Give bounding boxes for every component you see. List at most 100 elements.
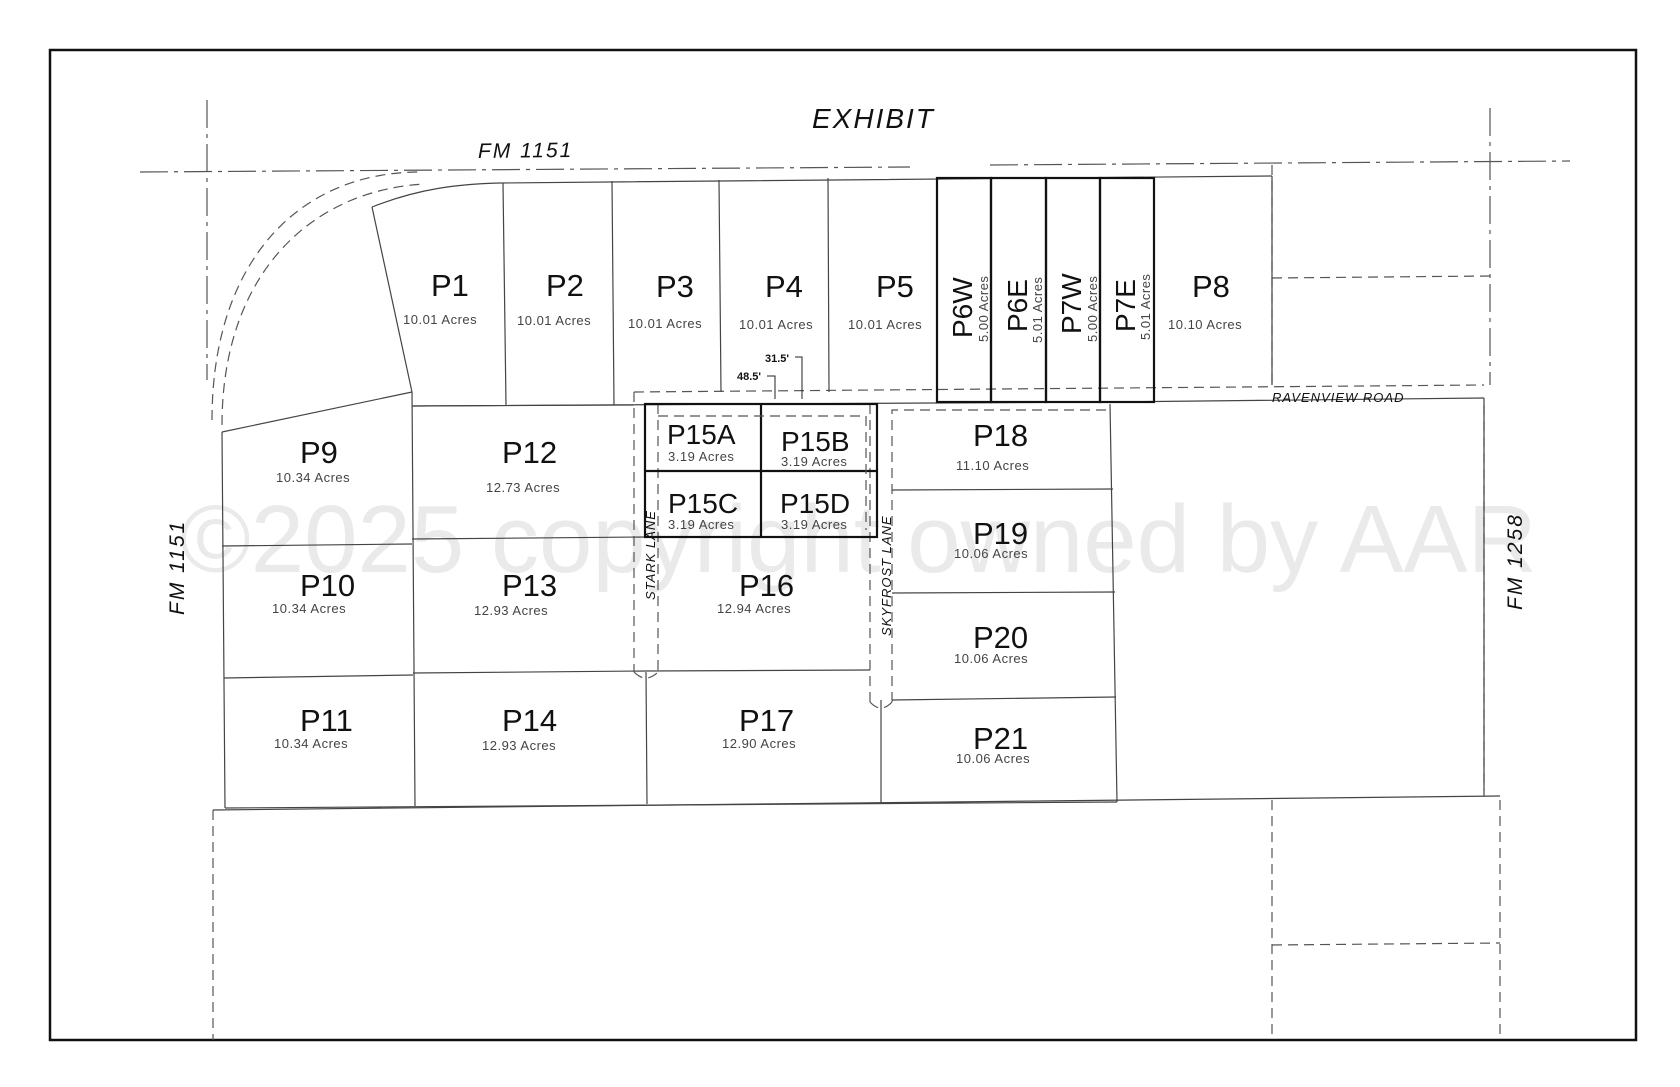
copyright-watermark: ©2025 copyright owned by AAR bbox=[180, 486, 1537, 593]
p9-north-line bbox=[221, 391, 413, 433]
parcel-p21-id: P21 bbox=[973, 721, 1028, 756]
p2-p3-line bbox=[611, 180, 615, 406]
ravenview-road-row-north bbox=[633, 384, 1485, 393]
parcel-p15c-id: P15C bbox=[668, 488, 738, 519]
p16-p17-line bbox=[645, 669, 871, 672]
parcel-p19-id: P19 bbox=[973, 516, 1028, 551]
p12-p13-line bbox=[411, 536, 647, 540]
parcel-p13-acres: 12.93 Acres bbox=[474, 603, 548, 618]
dim-48-5-label: 48.5' bbox=[737, 371, 761, 383]
parcel-p6e-id: P6E bbox=[1002, 279, 1033, 332]
p15-inner-setback bbox=[658, 415, 867, 530]
parcel-p15d-acres: 3.19 Acres bbox=[781, 517, 847, 532]
fm1151-top-centerline-east bbox=[989, 160, 1571, 166]
parcel-p11-id: P11 bbox=[300, 703, 353, 738]
parcel-p18-id: P18 bbox=[973, 418, 1028, 453]
p12-north-line bbox=[411, 404, 635, 407]
parcel-p14-id: P14 bbox=[502, 703, 557, 738]
parcel-p11-acres: 10.34 Acres bbox=[274, 736, 348, 751]
dim-31-5-label: 31.5' bbox=[765, 353, 789, 365]
p20-p21-line bbox=[891, 696, 1117, 701]
fm1151-top-centerline bbox=[139, 166, 911, 173]
parcel-p5-id: P5 bbox=[876, 269, 914, 304]
parcel-p15b-id: P15B bbox=[781, 426, 850, 457]
parcel-p3-id: P3 bbox=[656, 269, 694, 304]
fm1151-left-label: FM 1151 bbox=[166, 520, 189, 615]
west-column-west-line bbox=[221, 431, 226, 809]
parcel-p2-acres: 10.01 Acres bbox=[517, 313, 591, 328]
parcel-p16-id: P16 bbox=[739, 568, 794, 603]
road-right-of-way-lines bbox=[139, 100, 1571, 1040]
parcel-p1-id: P1 bbox=[431, 268, 469, 303]
parcel-p5-acres: 10.01 Acres bbox=[848, 317, 922, 332]
stark-lane-cul bbox=[633, 671, 659, 679]
p4-p5-line bbox=[827, 177, 830, 393]
parcel-p15b-acres: 3.19 Acres bbox=[781, 454, 847, 469]
south-boundary-line bbox=[212, 795, 1501, 811]
parcel-p7w-acres: 5.00 Acres bbox=[1085, 276, 1100, 342]
p7e-boundary bbox=[1098, 176, 1156, 404]
west-col-east-line bbox=[411, 391, 416, 807]
upper-right-row bbox=[1271, 165, 1491, 385]
p18-p19-line bbox=[891, 488, 1114, 491]
parcel-p7w-id: P7W bbox=[1056, 273, 1087, 334]
top-row-north-line bbox=[371, 175, 1273, 208]
parcel-p10-id: P10 bbox=[300, 568, 355, 603]
dim-48-5-leader bbox=[767, 375, 776, 399]
parcel-p6w-acres: 5.00 Acres bbox=[976, 276, 991, 342]
dimension-callouts: 31.5' 48.5' bbox=[737, 353, 803, 399]
parcel-p20-acres: 10.06 Acres bbox=[954, 651, 1028, 666]
fm1151-curve-inner bbox=[221, 183, 426, 426]
stark-lane-label: STARK LANE bbox=[643, 510, 658, 600]
parcel-p15a-acres: 3.19 Acres bbox=[668, 449, 734, 464]
east-col-east-line bbox=[1109, 403, 1118, 803]
parcel-p17-id: P17 bbox=[739, 703, 794, 738]
parcel-p14-acres: 12.93 Acres bbox=[482, 738, 556, 753]
parcel-p9-acres: 10.34 Acres bbox=[276, 470, 350, 485]
parcel-p16-acres: 12.94 Acres bbox=[717, 601, 791, 616]
parcel-p3-acres: 10.01 Acres bbox=[628, 316, 702, 331]
parcel-p7e-id: P7E bbox=[1110, 279, 1141, 332]
skyfrost-lane-cul bbox=[869, 701, 893, 709]
parcel-p4-id: P4 bbox=[765, 269, 803, 304]
p19-p20-line bbox=[891, 591, 1116, 594]
parcel-p12-id: P12 bbox=[502, 435, 557, 470]
parcel-p15a-id: P15A bbox=[667, 419, 736, 450]
fm1258-label: FM 1258 bbox=[1504, 513, 1527, 610]
parcel-p7e-acres: 5.01 Acres bbox=[1138, 274, 1153, 340]
drawing-border bbox=[48, 48, 1638, 1042]
parcel-labels: P1 10.01 Acres P2 10.01 Acres P3 10.01 A… bbox=[272, 268, 1242, 766]
parcel-p2-id: P2 bbox=[546, 268, 584, 303]
parcel-p12-acres: 12.73 Acres bbox=[486, 480, 560, 495]
ravenview-road-label: RAVENVIEW ROAD bbox=[1272, 390, 1404, 405]
parcel-p20-id: P20 bbox=[973, 620, 1028, 655]
parcel-boundaries bbox=[212, 175, 1501, 811]
fm1151-top-label: FM 1151 bbox=[478, 139, 574, 163]
parcel-p9-id: P9 bbox=[300, 435, 338, 470]
skyfrost-lane-label: SKYFROST LANE bbox=[879, 515, 894, 636]
parcel-p15c-acres: 3.19 Acres bbox=[668, 517, 734, 532]
parcel-p17-acres: 12.90 Acres bbox=[722, 736, 796, 751]
parcel-p6w-id: P6W bbox=[947, 277, 978, 338]
parcel-p18-acres: 11.10 Acres bbox=[956, 458, 1029, 473]
parcel-p15d-id: P15D bbox=[780, 488, 850, 519]
exhibit-title: EXHIBIT bbox=[812, 103, 935, 134]
skyfrost-lane-row bbox=[869, 404, 1110, 702]
parcel-p8-acres: 10.10 Acres bbox=[1168, 317, 1242, 332]
p1-west-line bbox=[371, 206, 413, 393]
parcel-p10-acres: 10.34 Acres bbox=[272, 601, 346, 616]
parcel-p13-id: P13 bbox=[502, 568, 557, 603]
p10-p11-line bbox=[223, 674, 414, 679]
parcel-p19-acres: 10.06 Acres bbox=[954, 546, 1028, 561]
dim-31-5-leader bbox=[795, 356, 803, 399]
lower-right-row bbox=[1271, 800, 1501, 1040]
fm1151-curve-outer bbox=[211, 171, 421, 421]
south-row-north-line bbox=[224, 801, 1118, 809]
parcel-p21-acres: 10.06 Acres bbox=[956, 751, 1030, 766]
parcel-p1-acres: 10.01 Acres bbox=[403, 312, 477, 327]
p3-p4-line bbox=[718, 179, 722, 393]
p13-p14-line bbox=[412, 670, 647, 674]
parcel-p6e-acres: 5.01 Acres bbox=[1030, 277, 1045, 343]
parcel-p8-id: P8 bbox=[1192, 269, 1230, 304]
